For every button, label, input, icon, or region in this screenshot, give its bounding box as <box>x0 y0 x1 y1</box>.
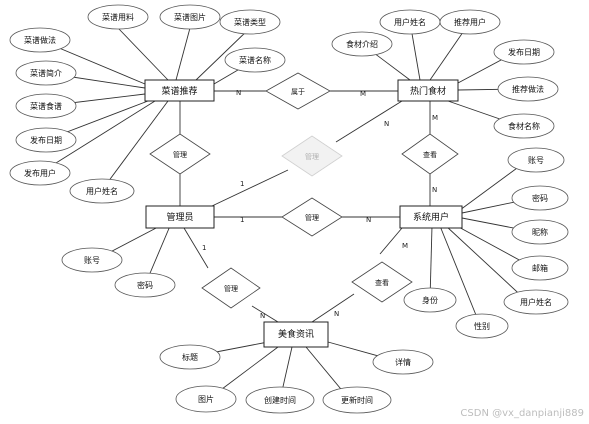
svg-text:热门食材: 热门食材 <box>410 85 446 97</box>
svg-text:管理: 管理 <box>305 213 319 222</box>
attr-user-email: 邮箱 <box>511 255 569 281</box>
attr-user-password: 密码 <box>511 185 569 211</box>
svg-text:账号: 账号 <box>84 256 100 265</box>
svg-text:管理员: 管理员 <box>166 211 193 223</box>
svg-text:邮箱: 邮箱 <box>532 263 548 273</box>
card-admin-food: 1 <box>240 180 244 188</box>
rel-belongs: 属于 <box>265 72 331 110</box>
entity-recipe-recommend: 菜谱推荐 <box>144 79 215 102</box>
card-news-manage: N <box>260 312 265 320</box>
rel-manage-recipe: 管理 <box>149 133 211 175</box>
svg-text:用户姓名: 用户姓名 <box>520 297 552 307</box>
card-user-manage: N <box>366 216 371 224</box>
entity-system-user: 系统用户 <box>399 205 463 229</box>
card-admin-news: 1 <box>202 244 206 252</box>
card-user-view-food: N <box>432 186 437 194</box>
svg-text:性别: 性别 <box>474 321 490 331</box>
svg-text:发布日期: 发布日期 <box>508 47 540 57</box>
rel-view-food: 查看 <box>401 133 459 175</box>
svg-text:发布用户: 发布用户 <box>24 168 56 178</box>
attr-user-account: 账号 <box>507 147 565 173</box>
svg-text:菜谱做法: 菜谱做法 <box>24 35 56 45</box>
attr-recipe-ingredients: 菜谱用料 <box>87 4 149 30</box>
card-belongs-food: M <box>360 90 366 98</box>
svg-text:图片: 图片 <box>198 394 214 404</box>
card-belongs-recipe: N <box>236 89 241 97</box>
attr-recipe-type: 菜谱类型 <box>219 9 281 35</box>
attr-user-identity: 身份 <box>403 287 457 313</box>
attr-food-name: 食材名称 <box>493 113 555 139</box>
attr-food-intro: 食材介绍 <box>331 31 393 57</box>
svg-text:发布日期: 发布日期 <box>30 135 62 145</box>
attr-user-gender: 性别 <box>455 313 509 339</box>
watermark-text: CSDN @vx_danpianji889 <box>460 408 584 419</box>
svg-text:管理: 管理 <box>224 284 238 293</box>
svg-text:菜谱类型: 菜谱类型 <box>234 17 266 27</box>
svg-text:密码: 密码 <box>532 193 548 203</box>
attr-recipe-username: 用户姓名 <box>69 178 135 204</box>
card-user-view-news: M <box>402 242 408 250</box>
svg-text:食材名称: 食材名称 <box>508 121 540 131</box>
svg-text:用户姓名: 用户姓名 <box>394 17 426 27</box>
attr-food-recommender: 推荐用户 <box>439 9 501 35</box>
attr-user-username: 用户姓名 <box>503 289 569 315</box>
svg-text:详情: 详情 <box>395 357 411 367</box>
svg-text:账号: 账号 <box>528 156 544 165</box>
svg-text:管理: 管理 <box>305 152 319 161</box>
attr-news-created: 创建时间 <box>245 386 315 414</box>
attr-recipe-publish-date: 发布日期 <box>15 127 77 153</box>
rel-manage-news: 管理 <box>201 267 261 309</box>
svg-text:美食资讯: 美食资讯 <box>278 328 314 340</box>
attr-news-image: 图片 <box>175 385 237 413</box>
svg-text:系统用户: 系统用户 <box>413 211 449 223</box>
svg-text:标题: 标题 <box>182 352 198 362</box>
card-food-view: M <box>432 114 438 122</box>
rel-view-news: 查看 <box>351 261 413 303</box>
attr-recipe-method: 菜谱做法 <box>9 27 71 53</box>
svg-text:菜谱推荐: 菜谱推荐 <box>161 85 197 97</box>
attr-food-publish-date: 发布日期 <box>493 39 555 65</box>
attr-recipe-name: 菜谱名称 <box>224 47 286 73</box>
svg-text:更新时间: 更新时间 <box>341 395 373 405</box>
svg-text:菜谱名称: 菜谱名称 <box>239 55 271 65</box>
svg-text:菜谱图片: 菜谱图片 <box>174 12 206 22</box>
svg-text:昵称: 昵称 <box>532 227 548 237</box>
svg-text:菜谱用料: 菜谱用料 <box>102 12 134 22</box>
entity-popular-food: 热门食材 <box>397 79 459 102</box>
attr-food-method: 推荐做法 <box>497 76 559 102</box>
card-food-manage: N <box>384 120 389 128</box>
card-news-view: N <box>334 310 339 318</box>
svg-text:创建时间: 创建时间 <box>264 395 296 405</box>
attr-recipe-menu: 菜谱食谱 <box>15 93 77 119</box>
attr-news-detail: 详情 <box>372 349 434 375</box>
svg-text:推荐用户: 推荐用户 <box>454 17 486 27</box>
svg-text:查看: 查看 <box>375 278 389 287</box>
card-admin-user: 1 <box>240 216 244 224</box>
svg-text:菜谱简介: 菜谱简介 <box>30 68 62 78</box>
svg-text:推荐做法: 推荐做法 <box>512 84 544 94</box>
entity-food-news: 美食资讯 <box>263 321 329 348</box>
svg-text:属于: 属于 <box>291 88 305 96</box>
attr-recipe-image: 菜谱图片 <box>159 4 221 30</box>
svg-text:菜谱食谱: 菜谱食谱 <box>30 101 62 111</box>
entity-admin: 管理员 <box>145 205 215 229</box>
attr-user-nickname: 昵称 <box>511 219 569 245</box>
svg-text:密码: 密码 <box>137 280 153 290</box>
attr-admin-password: 密码 <box>114 272 176 298</box>
attr-recipe-intro: 菜谱简介 <box>15 60 77 86</box>
svg-text:管理: 管理 <box>173 150 187 159</box>
svg-text:身份: 身份 <box>422 295 438 305</box>
attr-recipe-publisher: 发布用户 <box>9 160 71 186</box>
attr-news-updated: 更新时间 <box>322 386 392 414</box>
attr-food-username: 用户姓名 <box>379 9 441 35</box>
rel-manage-user: 管理 <box>281 197 343 237</box>
attr-admin-account: 账号 <box>61 247 123 273</box>
attr-news-title: 标题 <box>159 344 221 370</box>
svg-text:查看: 查看 <box>423 150 437 159</box>
rel-manage-food: 管理 <box>281 135 343 177</box>
svg-text:食材介绍: 食材介绍 <box>346 39 378 49</box>
svg-text:用户姓名: 用户姓名 <box>86 186 118 196</box>
cardinality-labels: N M N 1 1 N M N 1 N N M <box>202 89 438 320</box>
